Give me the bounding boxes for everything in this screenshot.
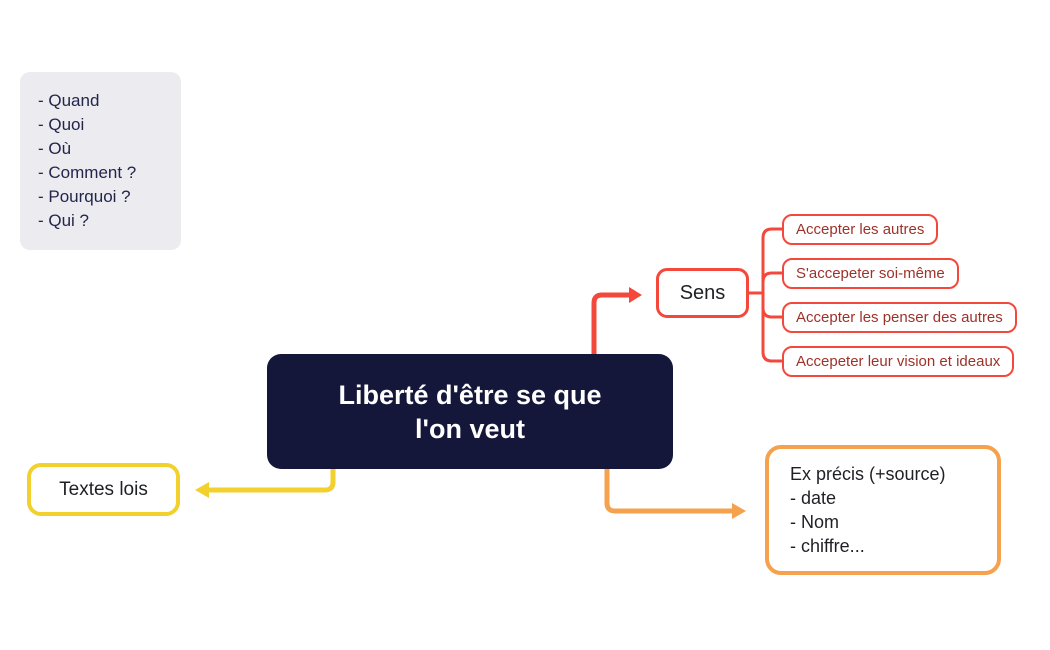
sens-child-node[interactable]: Accepter les penser des autres [782,302,1017,333]
connector-central-to-ex [604,467,732,514]
ex-precis-line: - chiffre... [790,536,865,556]
connector-central-to-textes [209,467,336,493]
connector-sens-to-child-3 [761,293,782,319]
connector-sens-to-child-1 [761,227,782,293]
notes-box[interactable]: - Quand - Quoi - Où - Comment ? - Pourqu… [20,72,181,250]
notes-item: - Quand [38,91,100,110]
sens-child-node[interactable]: S'accepeter soi-même [782,258,959,289]
sens-child-node[interactable]: Accepter les autres [782,214,939,245]
notes-item: - Comment ? [38,163,137,182]
notes-item: - Quoi [38,115,85,134]
central-node-label-line: Liberté d'être se que [338,379,602,410]
arrowhead-right-orange-icon [732,503,746,519]
sens-child-label: Accepter les penser des autres [796,309,1003,326]
ex-precis-line: - Nom [790,512,839,532]
central-node[interactable]: Liberté d'être se que l'on veut [267,354,673,469]
sens-child-node[interactable]: Accepeter leur vision et ideaux [782,346,1015,377]
sens-node-label: Sens [679,281,726,304]
sens-node[interactable]: Sens [656,268,749,318]
ex-precis-node[interactable]: Ex précis (+source) - date - Nom - chiff… [765,445,1001,575]
notes-item: - Qui ? [38,211,90,230]
sens-child-label: Accepeter leur vision et ideaux [796,353,1001,370]
central-node-label-line: l'on veut [415,413,525,444]
connector-sens-to-child-4 [761,293,782,363]
sens-child-label: Accepter les autres [796,221,925,238]
textes-lois-label: Textes lois [59,478,148,500]
arrowhead-left-yellow-icon [195,482,209,498]
textes-lois-node[interactable]: Textes lois [27,463,180,516]
connector-sens-to-child-2 [761,271,782,293]
notes-item: - Où [38,139,72,158]
notes-item: - Pourquoi ? [38,187,131,206]
connector-central-to-sens [591,292,629,356]
arrowhead-right-red-icon [629,287,642,303]
ex-precis-line: Ex précis (+source) [790,464,946,484]
ex-precis-line: - date [790,488,837,508]
sens-child-label: S'accepeter soi-même [796,265,945,282]
